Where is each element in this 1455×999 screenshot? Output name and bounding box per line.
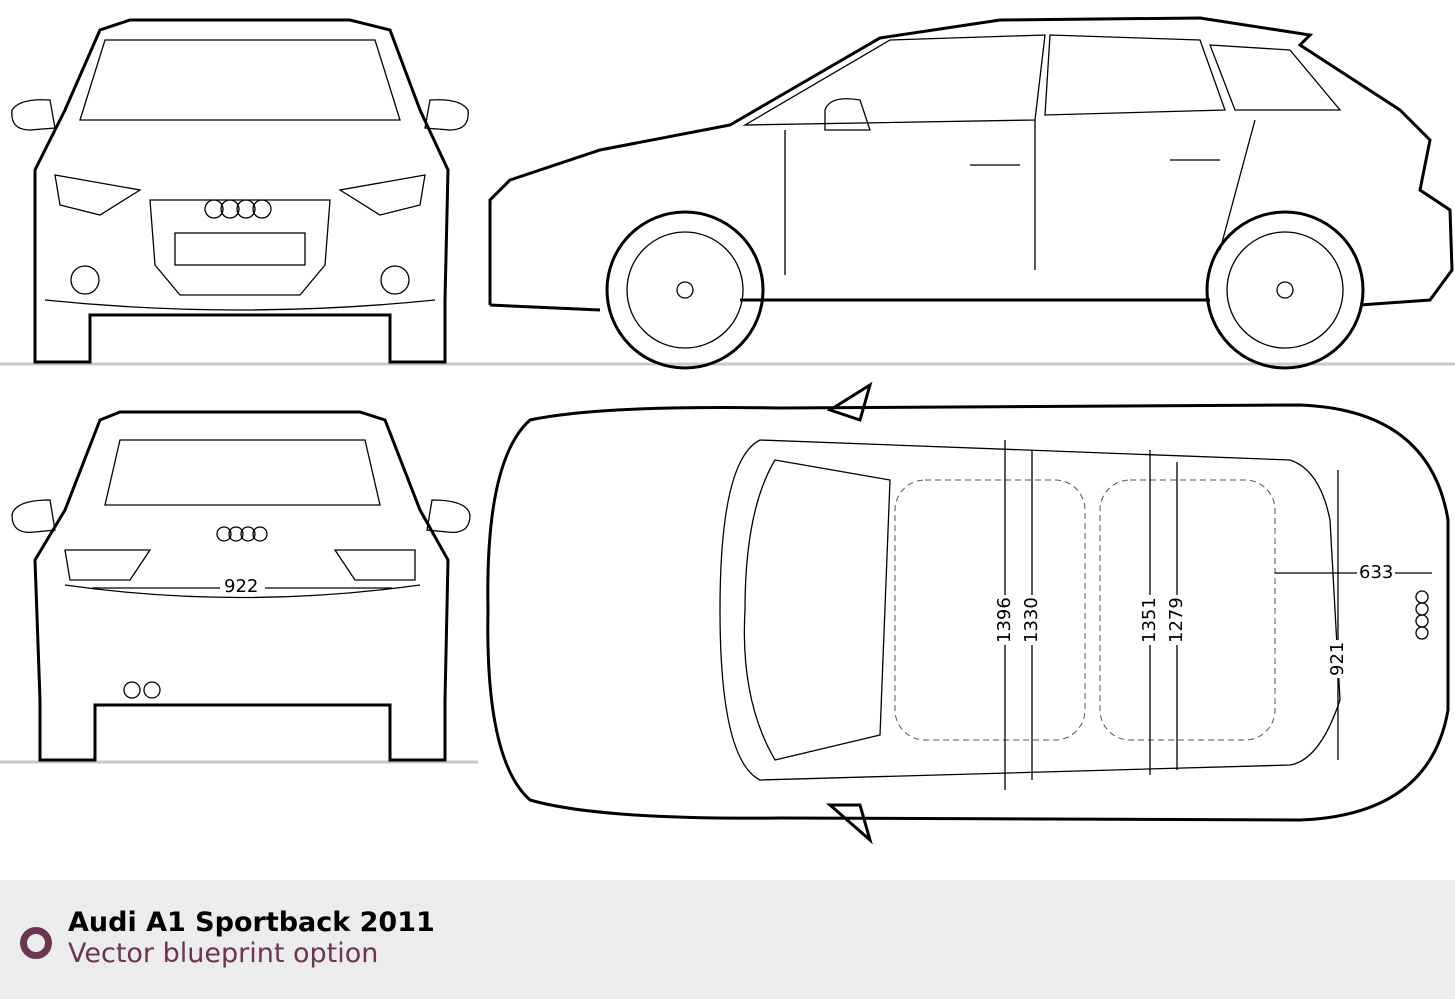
dimension-trunk-width: 921 bbox=[1327, 639, 1348, 678]
footer-subtitle: Vector blueprint option bbox=[68, 938, 379, 969]
footer-banner bbox=[0, 880, 1455, 999]
rear-view bbox=[11, 410, 471, 762]
dimension-trunk-depth: 633 bbox=[1357, 562, 1396, 583]
dimension-rear-elbow: 1279 bbox=[1166, 595, 1187, 645]
ring-logo-icon bbox=[20, 927, 52, 959]
side-view bbox=[488, 16, 1454, 370]
blueprint-drawing bbox=[0, 16, 1455, 845]
dimension-front-elbow: 1330 bbox=[1021, 595, 1042, 645]
dimension-front-shoulder: 1396 bbox=[994, 595, 1015, 645]
top-view bbox=[486, 381, 1450, 845]
dimension-rear-shoulder: 1351 bbox=[1139, 595, 1160, 645]
dimension-rear-track: 922 bbox=[222, 576, 261, 597]
front-view bbox=[11, 18, 469, 364]
footer-title: Audi A1 Sportback 2011 bbox=[68, 907, 435, 938]
